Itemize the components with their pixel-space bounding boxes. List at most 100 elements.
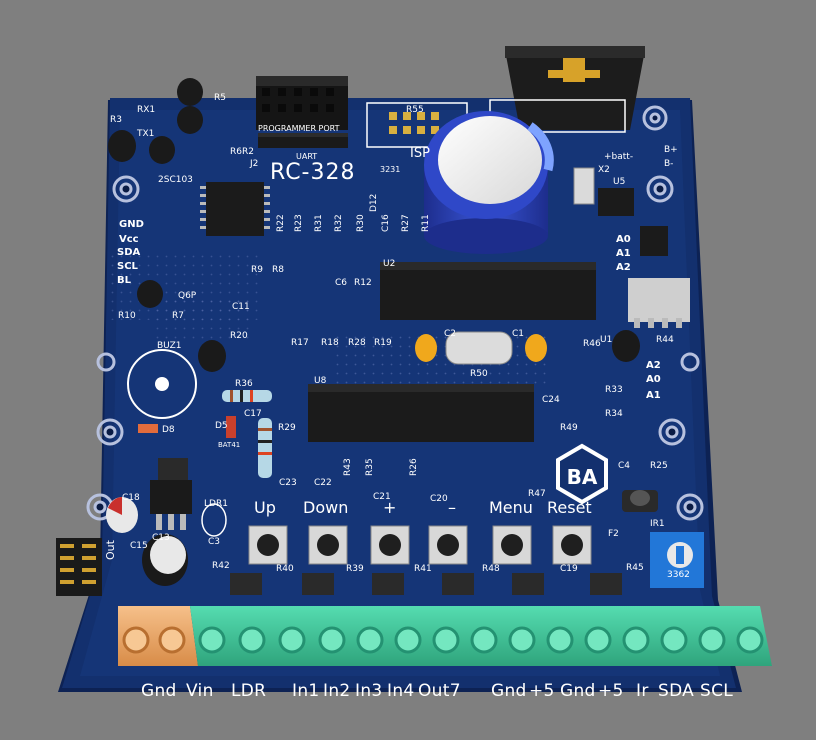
svg-text:R30: R30: [356, 214, 366, 232]
svg-text:R47: R47: [528, 489, 546, 499]
svg-text:R36: R36: [235, 379, 253, 389]
terminal-label-in1: In1: [292, 681, 320, 701]
addr-a2-left: A2: [616, 262, 631, 273]
svg-text:R34: R34: [605, 409, 623, 419]
svg-text:BA: BA: [567, 465, 598, 489]
board-title: RC-328: [270, 160, 356, 185]
svg-text:R41: R41: [414, 564, 432, 574]
logo-emblem: BA: [556, 443, 608, 505]
svg-text:R6: R6: [230, 147, 242, 157]
svg-text:R33: R33: [605, 385, 623, 395]
button-label-menu: Menu: [489, 498, 533, 517]
svg-text:F2: F2: [608, 529, 619, 539]
tactile-buttons: [248, 525, 592, 565]
batt-label: +batt-: [604, 152, 634, 162]
terminal-screw: [278, 626, 306, 654]
svg-text:D8: D8: [162, 425, 175, 435]
terminal-label-gnd-2: Gnd: [491, 681, 527, 701]
terminal-label-out7: Out7: [418, 681, 461, 701]
tactile-button-4: [428, 525, 468, 565]
button-label-up: Up: [254, 498, 276, 517]
svg-text:R19: R19: [374, 338, 392, 348]
out-header: [56, 538, 102, 596]
programmer-port-header: [256, 76, 348, 148]
terminal-screw: [736, 626, 764, 654]
svg-text:R7: R7: [172, 311, 184, 321]
svg-text:C23: C23: [279, 478, 297, 488]
svg-text:R17: R17: [291, 338, 309, 348]
svg-text:2SC103: 2SC103: [158, 175, 193, 185]
svg-text:R44: R44: [656, 335, 674, 345]
tactile-button-1: [248, 525, 288, 565]
svg-text:BUZ1: BUZ1: [157, 341, 182, 351]
battery-holder: [489, 46, 645, 133]
svg-text:Q6P: Q6P: [178, 291, 197, 301]
terminal-label-in2: In2: [323, 681, 351, 701]
i2c-label-bl: BL: [117, 275, 131, 286]
ldr: [201, 503, 227, 537]
svg-text:LDR1: LDR1: [204, 499, 228, 509]
svg-text:D5: D5: [215, 421, 228, 431]
svg-text:R45: R45: [626, 563, 644, 573]
svg-text:R32: R32: [334, 214, 344, 232]
terminal-screw: [356, 626, 384, 654]
svg-text:R27: R27: [401, 214, 411, 232]
i2c-label-vcc: Vcc: [119, 234, 139, 245]
terminal-label-in3: In3: [355, 681, 383, 701]
svg-text:R42: R42: [212, 561, 230, 571]
trimmer: [650, 532, 704, 588]
uart-label: UART: [296, 152, 318, 161]
svg-text:R26: R26: [409, 458, 419, 476]
svg-text:D12: D12: [369, 194, 379, 212]
transistors: [108, 78, 640, 372]
terminal-screw: [584, 626, 612, 654]
svg-text:RX1: RX1: [137, 105, 155, 115]
addr-a0-right: A0: [646, 374, 661, 385]
terminal-label-gnd-3: Gnd: [560, 681, 596, 701]
mounting-holes: [86, 105, 704, 521]
svg-text:R29: R29: [278, 423, 296, 433]
terminal-screw: [622, 626, 650, 654]
terminal-screw: [470, 626, 498, 654]
svg-text:C19: C19: [560, 564, 578, 574]
svg-text:C22: C22: [314, 478, 332, 488]
svg-text:R3: R3: [110, 115, 122, 125]
svg-text:R50: R50: [470, 369, 488, 379]
crystal-x2: [573, 167, 595, 205]
svg-text:R2: R2: [242, 147, 254, 157]
programmer-port-label: PROGRAMMER PORT: [258, 124, 340, 133]
terminal-label-in4: In4: [387, 681, 415, 701]
svg-text:C18: C18: [122, 493, 140, 503]
svg-text:3231: 3231: [380, 165, 400, 174]
svg-text:R25: R25: [650, 461, 668, 471]
voltage-regulator: [150, 458, 192, 530]
terminal-screw: [318, 626, 346, 654]
terminal-blocks: [118, 606, 772, 666]
svg-text:R31: R31: [314, 214, 324, 232]
svg-text:J2: J2: [249, 159, 258, 169]
svg-text:C6: C6: [335, 278, 347, 288]
addr-a0-left: A0: [616, 234, 631, 245]
b-minus-label: B-: [664, 159, 674, 169]
tactile-button-5: [492, 525, 532, 565]
ic-chips: [200, 182, 690, 442]
svg-text:U1: U1: [600, 335, 612, 345]
svg-text:R12: R12: [354, 278, 372, 288]
terminal-screw: [698, 626, 726, 654]
svg-text:C21: C21: [373, 492, 391, 502]
svg-text:R55: R55: [406, 105, 424, 115]
svg-text:R8: R8: [272, 265, 284, 275]
terminal-label-scl: SCL: [700, 681, 734, 701]
terminal-screw: [432, 626, 460, 654]
svg-text:U8: U8: [314, 376, 327, 386]
terminal-screw: [508, 626, 536, 654]
svg-text:C20: C20: [430, 494, 448, 504]
svg-text:R20: R20: [230, 331, 248, 341]
svg-text:C11: C11: [232, 302, 250, 312]
terminal-label-sda: SDA: [658, 681, 695, 701]
button-label-down: Down: [303, 498, 349, 517]
small-capacitors: [106, 497, 188, 586]
svg-text:C24: C24: [542, 395, 560, 405]
svg-text:R28: R28: [348, 338, 366, 348]
